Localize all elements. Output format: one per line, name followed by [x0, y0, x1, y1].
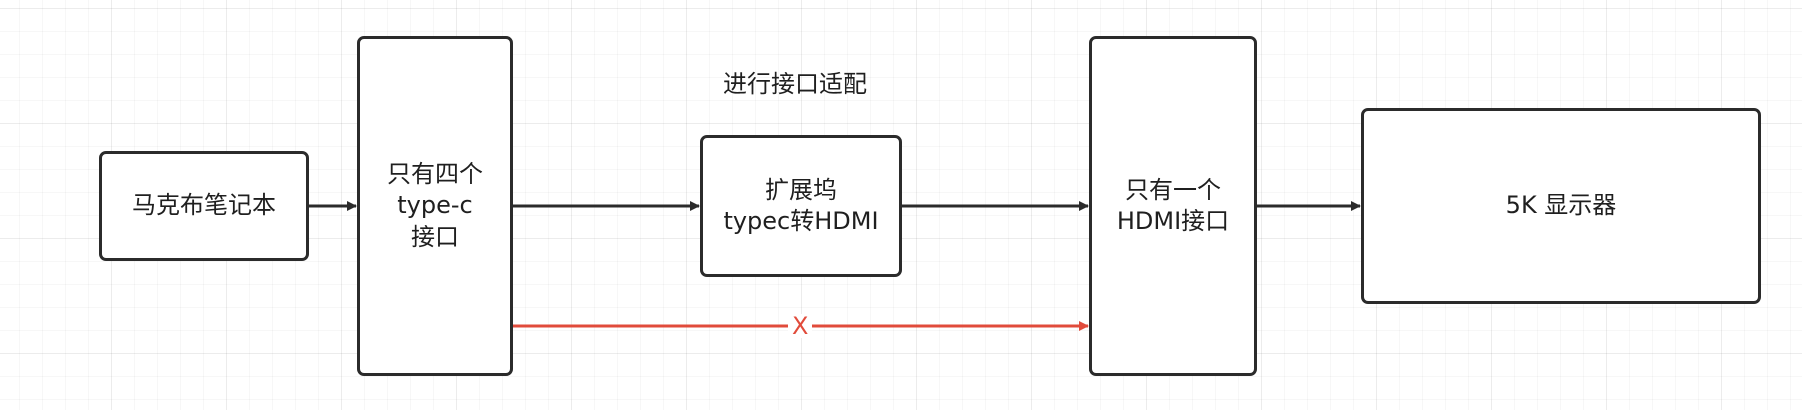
blocked-cross-label: X	[788, 314, 813, 338]
dock-node: 扩展坞 typec转HDMI	[700, 135, 902, 277]
dock-line-2: typec转HDMI	[723, 207, 879, 235]
hdmi-port-node: 只有一个 HDMI接口	[1089, 36, 1257, 376]
hdmi-port-line-2: HDMI接口	[1116, 207, 1230, 235]
dock-line-1: 扩展坞	[765, 175, 837, 204]
typec-port-line-3: 接口	[411, 222, 459, 251]
laptop-label: 马克布笔记本	[132, 191, 276, 220]
typec-port-line-2: type-c	[397, 191, 473, 220]
display-label: 5K 显示器	[1505, 191, 1617, 220]
typec-port-node: 只有四个 type-c 接口	[357, 36, 513, 376]
display-node: 5K 显示器	[1361, 108, 1761, 304]
typec-port-line-1: 只有四个	[387, 160, 483, 189]
hdmi-port-line-1: 只有一个	[1125, 175, 1221, 204]
laptop-node: 马克布笔记本	[99, 151, 309, 261]
adapt-label: 进行接口适配	[723, 70, 867, 98]
